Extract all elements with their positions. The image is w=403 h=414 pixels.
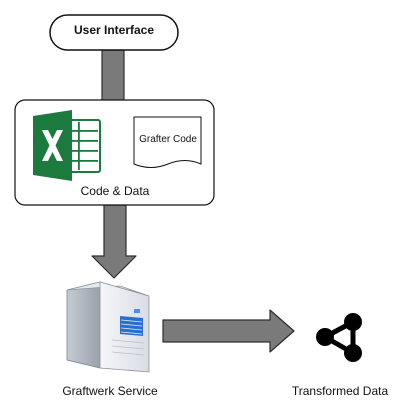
code-and-data-label: Code & Data (80, 184, 150, 198)
connector-ui-to-box (101, 49, 125, 103)
arrow-server-to-data (162, 309, 295, 353)
arrow-box-to-server (91, 204, 137, 279)
user-interface-label: User Interface (73, 23, 155, 37)
transformed-data-label: Transformed Data (291, 384, 389, 398)
excel-icon (33, 110, 101, 181)
share-graph-icon (316, 313, 362, 362)
grafter-code-document (133, 116, 202, 168)
server-tower-icon (66, 281, 150, 373)
grafter-code-label: Grafter Code (139, 134, 197, 145)
graftwerk-service-label: Graftwerk Service (62, 384, 158, 398)
user-interface-node (49, 14, 179, 51)
